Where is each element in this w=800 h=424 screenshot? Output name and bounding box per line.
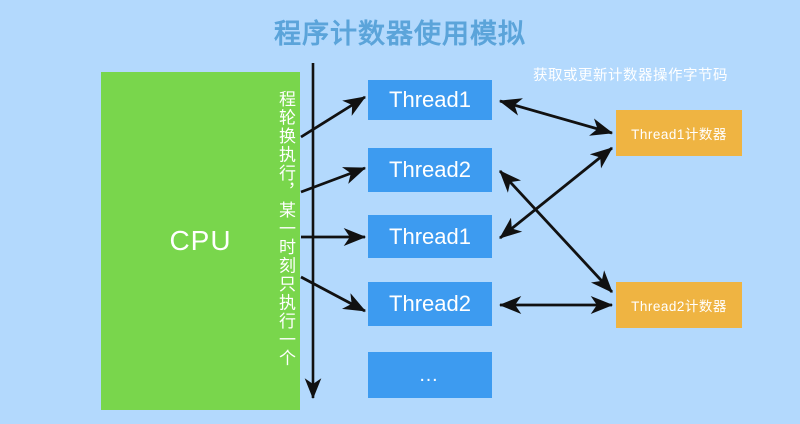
thread-box-1: Thread1 xyxy=(368,80,492,120)
page-title: 程序计数器使用模拟 xyxy=(274,19,526,49)
thread-box-label: Thread2 xyxy=(389,157,471,182)
counter-box-label: Thread2计数器 xyxy=(631,299,727,314)
counter-operation-note: 获取或更新计数器操作字节码 xyxy=(533,68,728,84)
thread1-counter1-arrow xyxy=(498,98,614,136)
thread-box-2: Thread2 xyxy=(368,148,492,192)
counter-box-thread1: Thread1计数器 xyxy=(616,110,742,156)
thread-box-label: Thread1 xyxy=(389,87,471,112)
counter-box-thread2: Thread2计数器 xyxy=(616,282,742,328)
cpu-to-thread2-arrow xyxy=(300,166,367,194)
thread-box-label: Thread1 xyxy=(389,223,471,249)
thread3-counter1-arrow xyxy=(499,146,613,240)
thread-box-label: Thread2 xyxy=(389,291,471,316)
thread-box-label: … xyxy=(418,363,442,386)
thread-box-3: Thread1 xyxy=(368,215,492,258)
cpu-to-thread4-arrow xyxy=(300,275,366,313)
cpu-to-thread1-arrow xyxy=(300,95,366,139)
thread2-counter2-arrow xyxy=(498,170,614,293)
thread-box-ellipsis: … xyxy=(368,352,492,398)
cpu-label: CPU xyxy=(169,225,232,256)
thread-box-4: Thread2 xyxy=(368,282,492,326)
cpu-scheduling-note: 程轮换执行，某一时刻只执行一个 xyxy=(276,90,295,368)
cpu-block: CPU 程轮换执行，某一时刻只执行一个 xyxy=(101,72,300,410)
counter-box-label: Thread1计数器 xyxy=(631,127,727,142)
